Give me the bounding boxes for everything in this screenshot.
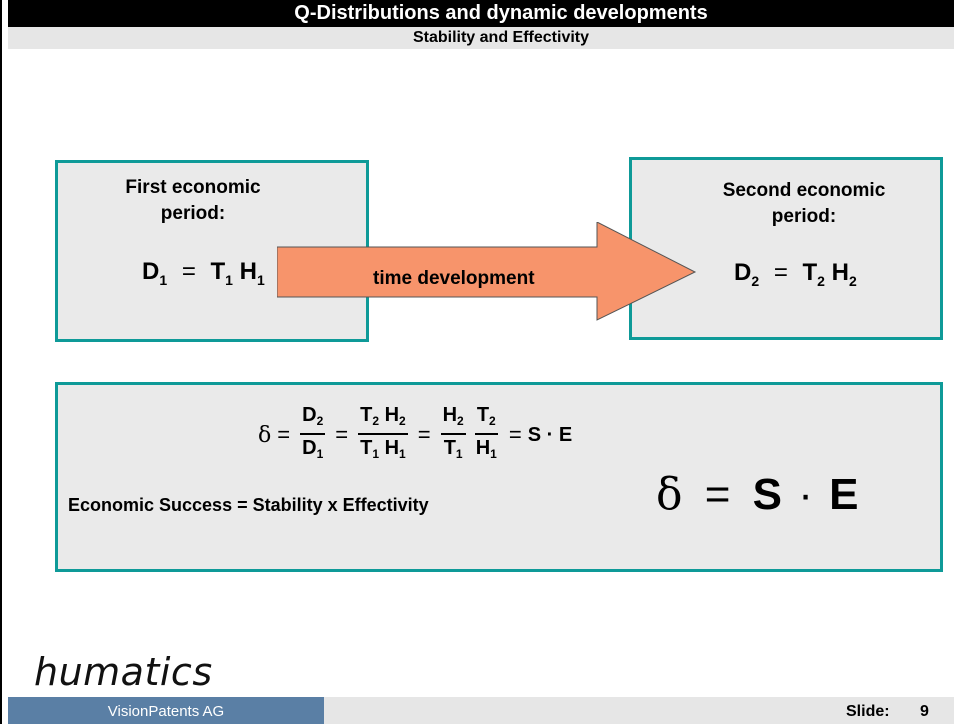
slide-title: Q-Distributions and dynamic developments	[8, 0, 954, 27]
eq2-op: =	[773, 259, 788, 286]
f1-num: D	[302, 404, 317, 426]
eq2-r2-sub: 2	[848, 273, 857, 289]
eq-sign-2: =	[335, 422, 349, 447]
f4-den-sub: 1	[490, 447, 497, 461]
company-name: VisionPatents AG	[8, 697, 324, 724]
eq2-lhs: D	[734, 259, 752, 286]
f1-num-sub: 2	[316, 414, 324, 428]
slide-label: Slide:	[846, 703, 890, 720]
big-eq-sign: =	[704, 470, 731, 519]
formula-caption: Economic Success = Stability x Effectivi…	[68, 495, 429, 515]
eq2-lhs-sub: 2	[751, 273, 760, 289]
f3-den: T	[443, 437, 456, 459]
fraction-t2-h1: T2 H1	[474, 403, 499, 467]
second-period-equation: D2 = T2 H2	[734, 259, 857, 289]
title-bar: Q-Distributions and dynamic developments…	[8, 0, 954, 49]
fraction-h2-t1: H2 T1	[440, 403, 466, 467]
eq-sign-1: =	[277, 422, 291, 447]
slide-number-value: 9	[920, 703, 929, 720]
eq2-r1-sub: 2	[817, 273, 825, 289]
f2-num1-sub: 2	[372, 414, 380, 428]
eq2-r2: H	[831, 259, 849, 286]
f4-num: T	[476, 404, 490, 426]
f3-num-sub: 2	[457, 414, 464, 428]
f4-den: H	[475, 437, 491, 459]
f2-den1-sub: 1	[372, 447, 380, 461]
delta-formula: δ = D2 D1 = T2 H2 T1 H1 = H2 T1 T2 H1 = …	[258, 395, 572, 475]
eq1-r2-sub: 1	[256, 272, 265, 288]
second-period-box: Second economic period: D2 = T2 H2	[629, 157, 943, 340]
formula-box: δ = D2 D1 = T2 H2 T1 H1 = H2 T1 T2 H1 = …	[55, 382, 943, 572]
f2-num2: H	[384, 404, 400, 426]
f3-den-sub: 1	[455, 447, 463, 461]
first-period-label: First economic period:	[125, 177, 261, 224]
fraction-d2-d1: D2 D1	[300, 403, 326, 467]
footer-bar: VisionPatents AG Slide: 9	[8, 697, 954, 724]
f2-den2-sub: 1	[399, 447, 406, 461]
arrow-label: time development	[373, 268, 535, 289]
big-delta-equation: δ = S · E	[656, 469, 859, 520]
f2-den1: T	[360, 437, 373, 459]
big-e: E	[829, 470, 859, 519]
left-rule	[0, 0, 2, 724]
slide-number: Slide: 9	[846, 697, 929, 726]
f1-den: D	[302, 437, 317, 459]
eq1-op: =	[181, 258, 196, 285]
eq-sign-3: =	[417, 422, 431, 447]
f2-num2-sub: 2	[399, 414, 406, 428]
eq1-r2: H	[239, 258, 257, 285]
eq1-lhs: D	[142, 258, 160, 285]
first-period-equation: D1 = T1 H1	[142, 258, 265, 288]
f2-num1: T	[360, 404, 373, 426]
eq2-r1: T	[802, 259, 818, 286]
second-period-label: Second economic period:	[722, 180, 886, 227]
slide-subtitle: Stability and Effectivity	[8, 27, 954, 49]
eq1-lhs-sub: 1	[159, 272, 168, 288]
f1-den-sub: 1	[316, 447, 324, 461]
humatics-logo: humatics	[34, 650, 213, 694]
big-s: S	[752, 470, 783, 519]
f3-num: H	[442, 404, 458, 426]
big-delta: δ	[656, 469, 683, 520]
eq-sign-4: =	[508, 422, 522, 447]
f4-num-sub: 2	[489, 414, 496, 428]
big-dot: ·	[798, 470, 813, 519]
eq1-r1: T	[210, 258, 226, 285]
formula-result: S · E	[527, 423, 573, 446]
arrow-shape	[276, 221, 697, 321]
f2-den2: H	[384, 437, 400, 459]
eq1-r1-sub: 1	[225, 272, 233, 288]
delta-symbol: δ	[258, 422, 272, 448]
time-development-arrow: time development	[276, 221, 697, 322]
fraction-t2h2-t1h1: T2 H2 T1 H1	[358, 403, 408, 467]
